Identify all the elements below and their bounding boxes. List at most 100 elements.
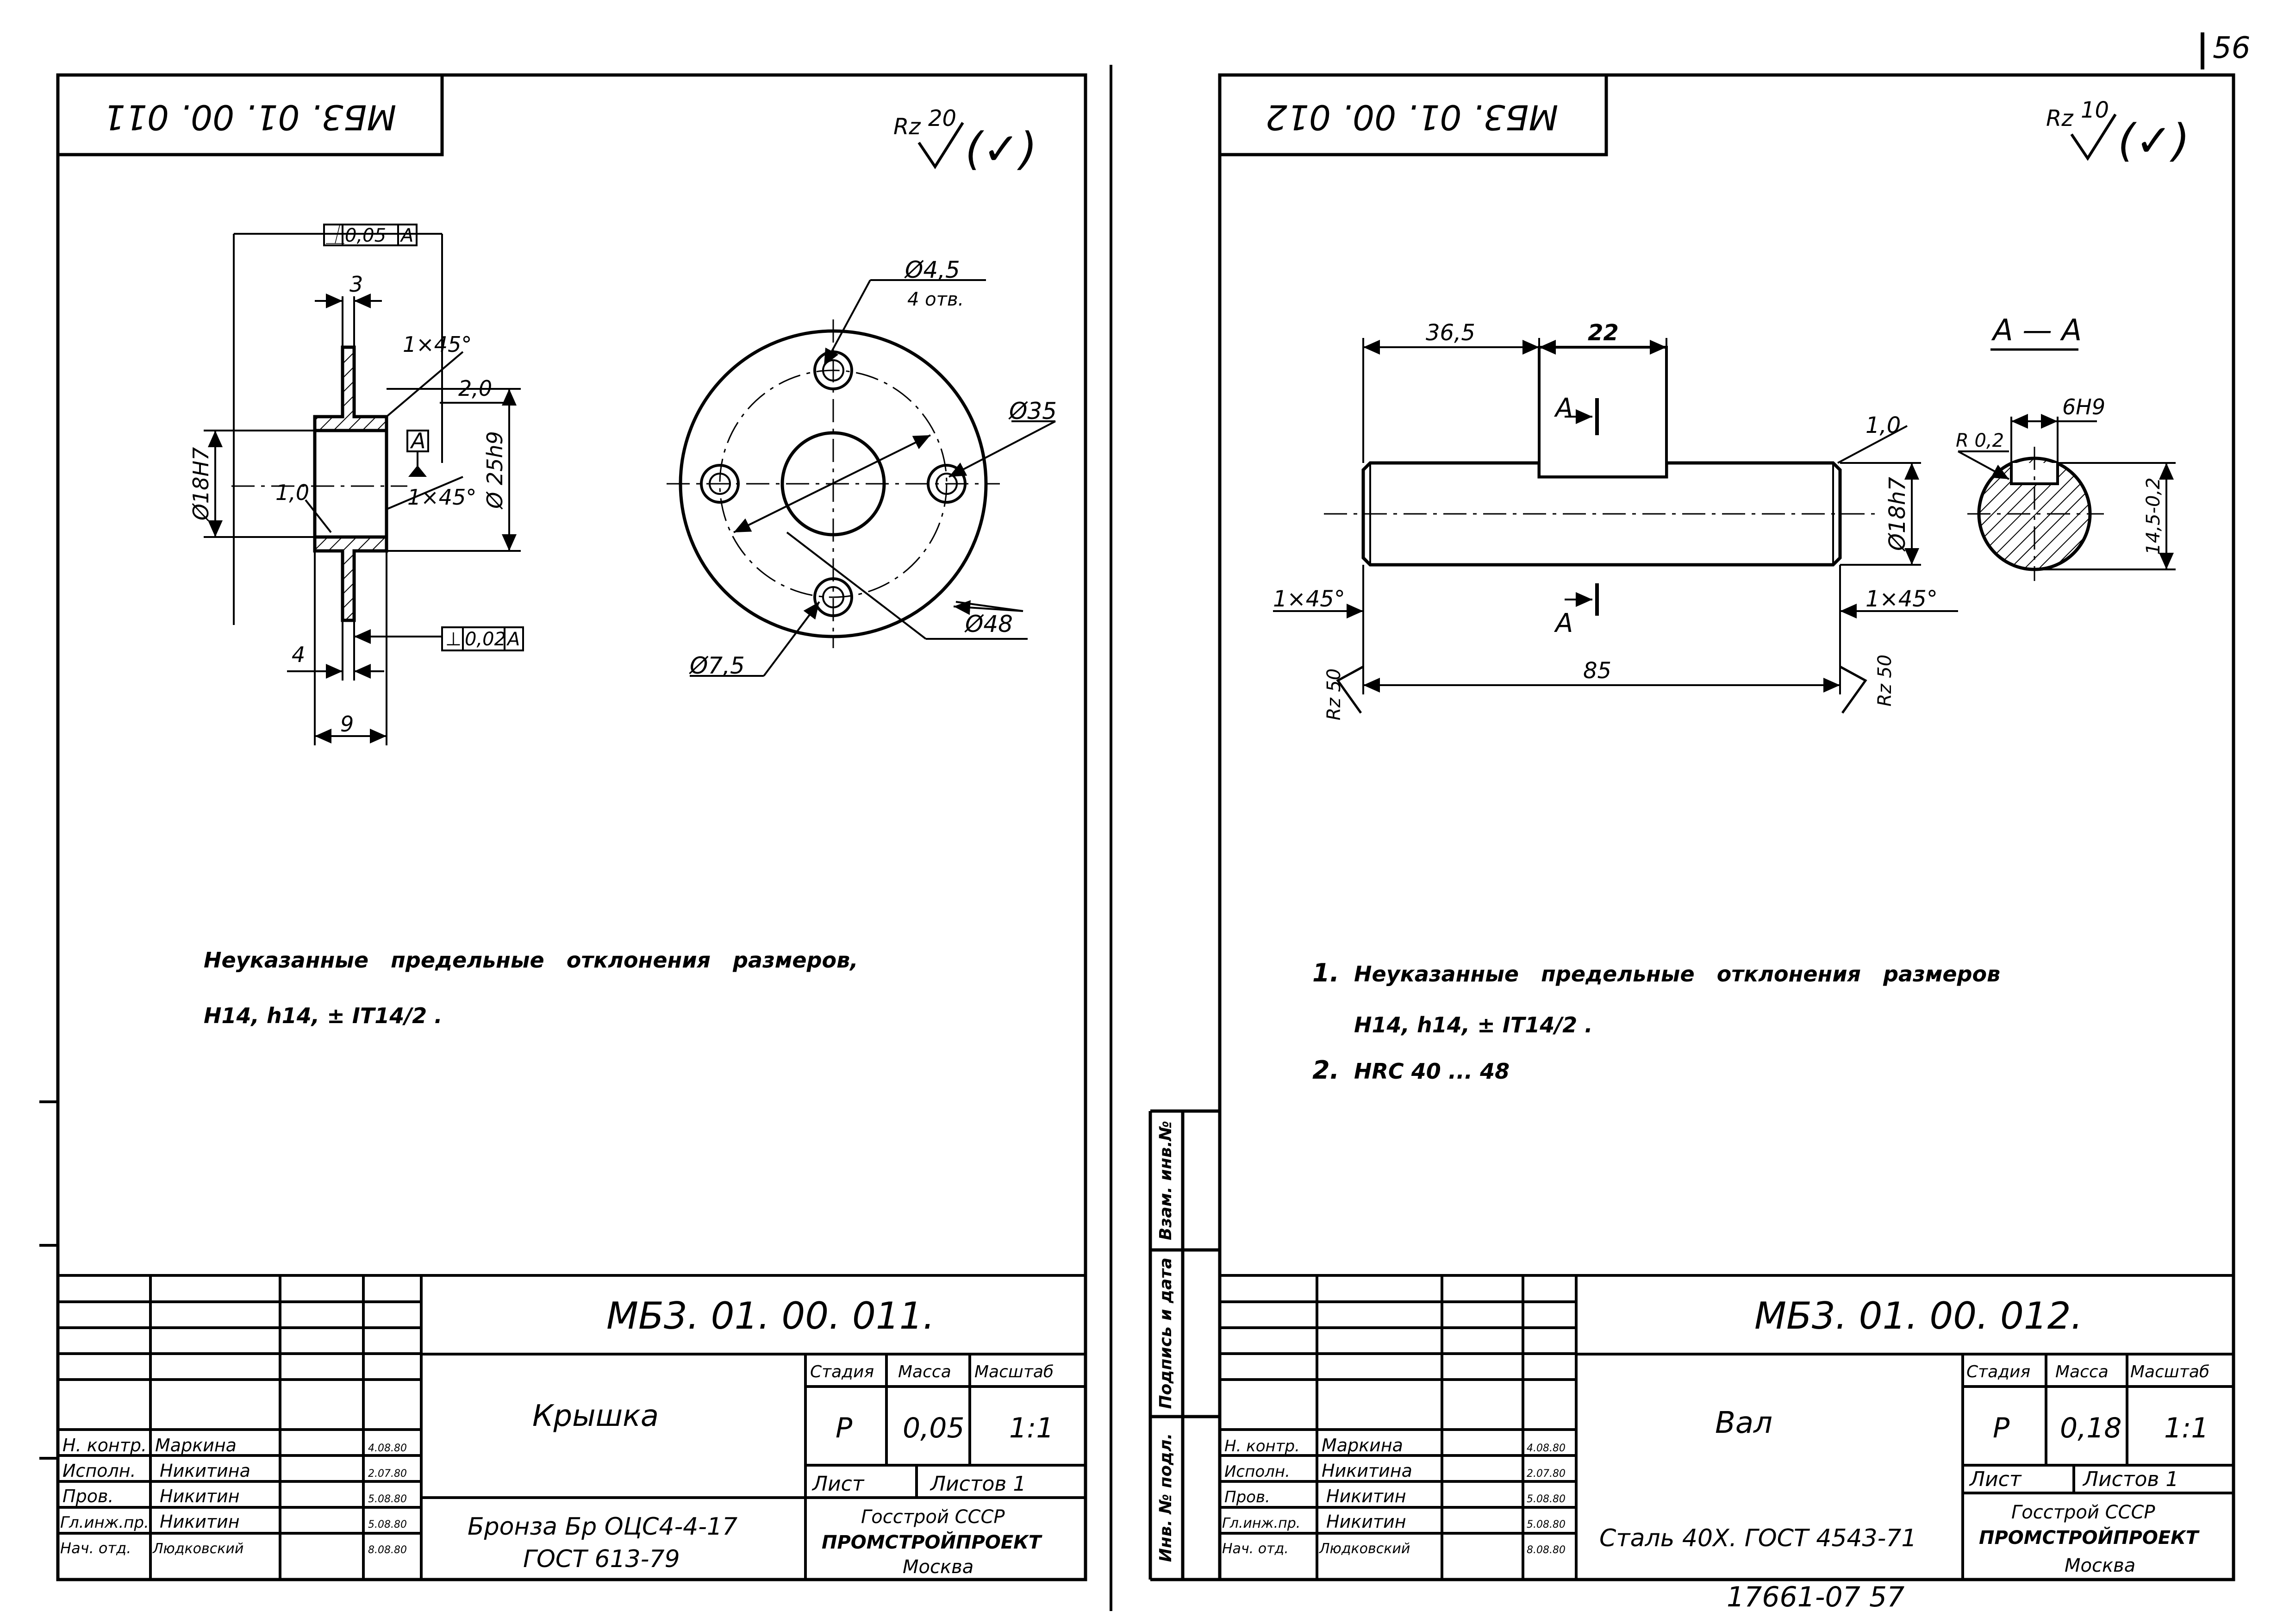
- svg-text:Стадия: Стадия: [1966, 1362, 2030, 1381]
- svg-text:ПРОМСТРОЙПРОЕКТ: ПРОМСТРОЙПРОЕКТ: [822, 1531, 1042, 1553]
- svg-text:Н. контр.: Н. контр.: [62, 1435, 147, 1455]
- scale-right: 1:1: [2164, 1412, 2209, 1444]
- material-left-1: Бронза Бр ОЦС4-4-17: [468, 1513, 737, 1541]
- svg-text:ПРОМСТРОЙПРОЕКТ: ПРОМСТРОЙПРОЕКТ: [1979, 1526, 2200, 1549]
- svg-text:Маркина: Маркина: [155, 1435, 237, 1455]
- dim-365: 36,5: [1426, 320, 1475, 346]
- part-name-right: Вал: [1715, 1406, 1772, 1440]
- svg-text:Гл.инж.пр.: Гл.инж.пр.: [1222, 1515, 1300, 1531]
- cover-section-labels: 3 1×45° 2,0 A 1×45° 1,0 4 9 Ø18H7 Ø 25h9: [188, 272, 507, 737]
- svg-text:A: A: [506, 629, 520, 650]
- part-name-left: Крышка: [532, 1399, 659, 1433]
- title-block-right: [1220, 1274, 2234, 1580]
- designation-right: МБ3. 01. 00. 012.: [1754, 1294, 2083, 1337]
- svg-text:Rz: Rz: [893, 114, 921, 140]
- sheet-left: [56, 73, 1087, 1581]
- shaft-view: [1273, 338, 1958, 714]
- page-number: 56: [2213, 31, 2250, 65]
- material-left-2: ГОСТ 613-79: [523, 1545, 680, 1573]
- svg-text:10: 10: [2081, 97, 2109, 123]
- designation-left: МБ3. 01. 00. 011.: [606, 1294, 935, 1337]
- svg-text:5.08.80: 5.08.80: [1527, 1493, 1566, 1505]
- svg-text:Н. контр.: Н. контр.: [1224, 1437, 1300, 1455]
- dim-3: 3: [349, 272, 363, 297]
- stage-right: Р: [1993, 1412, 2010, 1444]
- dim-r10: 1,0: [275, 480, 309, 505]
- svg-text:2.07.80: 2.07.80: [368, 1468, 407, 1480]
- dim-22: 22: [1588, 320, 1619, 346]
- dim-chamfer-right: 1×45°: [1866, 586, 1938, 612]
- rz-left: Rz 50: [1323, 668, 1345, 720]
- title-block-left-text: МБ3. 01. 00. 011. Крышка Бронза Бр ОЦС4-…: [468, 1294, 1054, 1578]
- svg-text:5.08.80: 5.08.80: [368, 1519, 407, 1530]
- svg-text:(✓): (✓): [965, 123, 1037, 175]
- mass-right: 0,18: [2060, 1412, 2122, 1444]
- shaft-labels: 36,5 22 85 1×45° 1×45° 1,0 A A Ø18h7 Rz …: [1273, 320, 1938, 720]
- svg-text:⏊: ⏊: [325, 225, 345, 246]
- svg-text:Неуказанные предельные отк: Неуказанные предельные отклонения размер…: [1354, 962, 2000, 987]
- sheet-left-code: МБ3. 01. 00. 011: [104, 97, 396, 137]
- svg-text:Никитина: Никитина: [1322, 1461, 1412, 1481]
- svg-text:Листов 1: Листов 1: [930, 1472, 1026, 1496]
- svg-text:A: A: [399, 225, 413, 246]
- svg-text:HRC 40 ... 48: HRC 40 ... 48: [1354, 1059, 1510, 1084]
- dim-d75: Ø7,5: [689, 652, 745, 679]
- svg-text:Людковский: Людковский: [152, 1541, 243, 1557]
- svg-text:Никитин: Никитин: [160, 1512, 240, 1532]
- svg-text:Исполн.: Исполн.: [1224, 1462, 1290, 1481]
- cover-front-view: [667, 279, 1056, 677]
- dim-holes: 4 отв.: [907, 289, 964, 310]
- side-stamp: Взам. инв.№ Подпись и дата Инв. № подл.: [1156, 1121, 1175, 1562]
- svg-text:20: 20: [928, 106, 956, 131]
- svg-text:Гл.инж.пр.: Гл.инж.пр.: [60, 1513, 149, 1532]
- stage-left: Р: [836, 1412, 853, 1444]
- dim-r20: 2,0: [458, 376, 492, 401]
- dim-d48: Ø48: [964, 611, 1013, 637]
- svg-text:Москва: Москва: [2065, 1555, 2135, 1576]
- bottom-code: 17661-07 57: [1727, 1581, 1904, 1613]
- svg-text:0,02: 0,02: [465, 629, 506, 650]
- svg-text:8.08.80: 8.08.80: [1527, 1544, 1566, 1556]
- svg-text:Пров.: Пров.: [1224, 1488, 1270, 1506]
- cover-front-labels: Ø4,5 4 отв. Ø35 Ø48 Ø7,5: [689, 256, 1057, 679]
- svg-text:Пров.: Пров.: [62, 1486, 113, 1506]
- svg-text:Людковский: Людковский: [1319, 1541, 1410, 1557]
- dim-d25: Ø 25h9: [482, 431, 507, 510]
- svg-text:Лист: Лист: [1969, 1468, 2022, 1491]
- svg-text:2.07.80: 2.07.80: [1527, 1468, 1566, 1480]
- section-mark-bottom: A: [1554, 608, 1573, 638]
- tol-frame-top: ⏊ 0,05 A: [325, 225, 413, 246]
- rz-right: Rz 50: [1874, 655, 1896, 706]
- svg-text:Нач. отд.: Нач. отд.: [1222, 1541, 1289, 1557]
- svg-text:Нач. отд.: Нач. отд.: [60, 1539, 131, 1557]
- section-title: А — А: [1991, 313, 2082, 348]
- svg-text:Никитин: Никитин: [160, 1486, 240, 1506]
- svg-text:Rz: Rz: [2046, 106, 2074, 131]
- sheet-right-code: МБ3. 01. 00. 012: [1266, 97, 1558, 137]
- svg-text:2.: 2.: [1312, 1056, 1339, 1085]
- svg-text:Никитин: Никитин: [1326, 1512, 1406, 1532]
- svg-text:Листов 1: Листов 1: [2082, 1468, 2178, 1491]
- svg-text:5.08.80: 5.08.80: [368, 1493, 407, 1505]
- svg-text:Исполн.: Исполн.: [62, 1461, 136, 1481]
- svg-text:Никитина: Никитина: [160, 1461, 250, 1481]
- dim-key-width: 6H9: [2062, 394, 2105, 419]
- roughness-right: Rz 10 (✓): [2046, 97, 2190, 167]
- dim-chamfer-left: 1×45°: [1273, 586, 1345, 612]
- dim-d45: Ø4,5: [904, 256, 960, 283]
- svg-text:4.08.80: 4.08.80: [1527, 1443, 1566, 1454]
- tol-frame-bottom: ⊥ 0,02 A: [445, 629, 520, 650]
- svg-text:Госстрой СССР: Госстрой СССР: [861, 1506, 1005, 1528]
- dim-key-depth: 14,5-0,2: [2143, 477, 2164, 555]
- svg-text:Никитин: Никитин: [1326, 1486, 1406, 1506]
- svg-text:Подпись и дата: Подпись и дата: [1156, 1258, 1175, 1409]
- section-a-a-labels: А — А 6H9 R 0,2 14,5-0,2: [1956, 313, 2164, 555]
- svg-text:Стадия: Стадия: [810, 1362, 874, 1381]
- title-block-left: [58, 1274, 1086, 1580]
- section-a-a: [1958, 348, 2176, 581]
- svg-text:Масса: Масса: [2055, 1362, 2109, 1381]
- sheet-right: [1148, 73, 2235, 1581]
- svg-text:⊥: ⊥: [445, 629, 462, 650]
- svg-text:H14, h14, ± IT14/2 .: H14, h14, ± IT14/2 .: [204, 1003, 443, 1028]
